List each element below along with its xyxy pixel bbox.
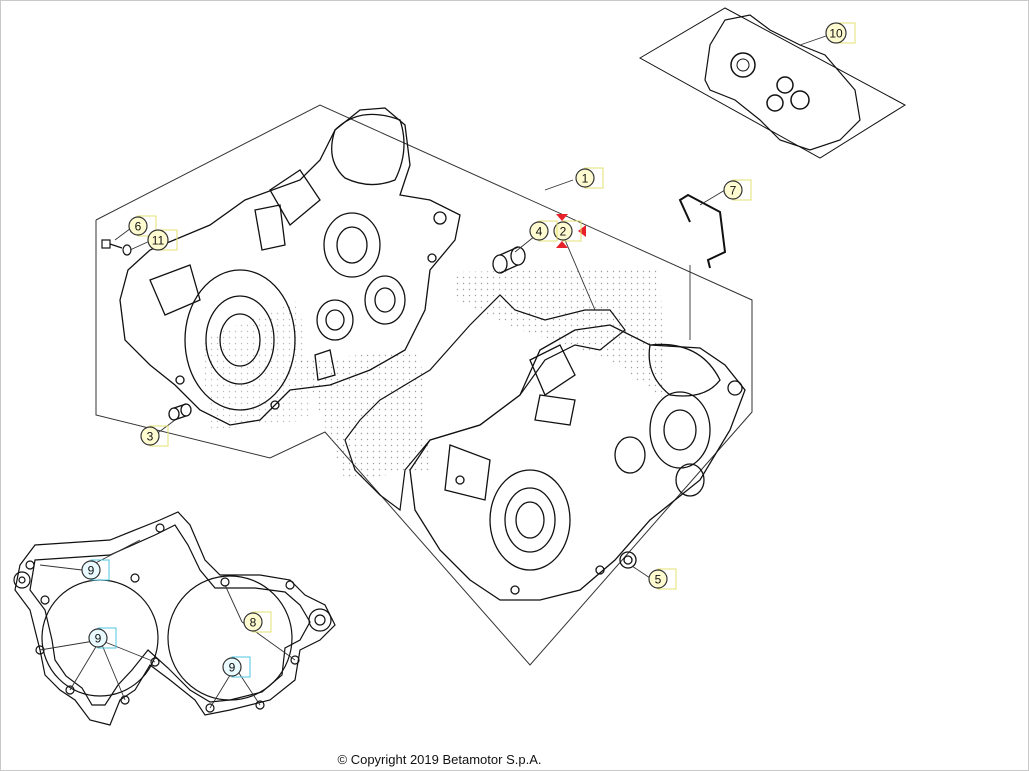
callout-4-label: 4	[536, 225, 543, 239]
right-crankcase-half	[409, 324, 746, 601]
callout-5[interactable]: 5	[648, 568, 677, 590]
dotted-shading	[200, 268, 665, 480]
nut-part-5	[619, 551, 637, 569]
callout-9b-label: 9	[95, 632, 102, 646]
callout-10-circle	[825, 22, 847, 44]
callout-9c-circle	[222, 657, 242, 677]
crankcase-gasket	[344, 294, 626, 512]
callout-2-label: 2	[560, 225, 567, 239]
callout-6-label: 6	[135, 220, 142, 234]
copyright-text: © Copyright 2019 Betamotor S.p.A.	[337, 752, 542, 767]
callout-3-label: 3	[147, 430, 154, 444]
callout-3-circle	[140, 426, 160, 446]
gasket-kit	[638, 7, 906, 159]
callout-8[interactable]: 8	[243, 611, 272, 633]
callout-8-label: 8	[250, 616, 257, 630]
callout-9a[interactable]: 9	[81, 559, 110, 581]
callout-9c[interactable]: 9	[222, 656, 251, 678]
callout-8-circle	[243, 612, 263, 632]
callout-9a-label: 9	[88, 564, 95, 578]
callout-6[interactable]: 6	[128, 215, 157, 237]
callout-2-circle	[553, 221, 573, 241]
highlight-arrow-0	[556, 214, 568, 221]
callout-6-circle	[128, 216, 148, 236]
callout-1[interactable]: 1	[575, 167, 604, 189]
callout-7[interactable]: 7	[723, 179, 752, 201]
washer-part-11	[122, 244, 132, 256]
callout-10-label: 10	[829, 27, 843, 41]
callout-11-label: 11	[152, 234, 165, 248]
callout-2[interactable]: 2	[553, 220, 582, 242]
callout-10[interactable]: 10	[825, 22, 856, 44]
leader-lines	[39, 35, 827, 709]
bushing-part-3	[168, 403, 192, 421]
callout-9a-circle	[81, 560, 101, 580]
callout-11[interactable]: 11	[147, 229, 178, 251]
callout-4[interactable]: 4	[529, 220, 558, 242]
clutch-cover-gasket	[13, 511, 336, 726]
highlight-arrow-2	[578, 225, 586, 237]
callout-7-circle	[723, 180, 743, 200]
callout-4-circle	[529, 221, 549, 241]
left-crankcase-half	[119, 107, 461, 426]
copyright-notice: © Copyright 2019 Betamotor S.p.A.	[0, 752, 1029, 767]
callout-9c-label: 9	[229, 661, 236, 675]
callout-5-label: 5	[655, 573, 662, 587]
callout-11-circle	[147, 229, 169, 251]
bushing-part-4	[492, 246, 526, 274]
breather-tube-part-7	[678, 193, 727, 269]
callout-1-circle	[575, 168, 595, 188]
callout-1-label: 1	[582, 172, 589, 186]
callout-5-circle	[648, 569, 668, 589]
bolt-part-6	[101, 239, 123, 249]
highlight-arrow-1	[556, 241, 568, 248]
callout-3[interactable]: 3	[140, 425, 169, 447]
callout-9b[interactable]: 9	[88, 627, 117, 649]
callout-7-label: 7	[730, 184, 737, 198]
callout-9b-circle	[88, 628, 108, 648]
